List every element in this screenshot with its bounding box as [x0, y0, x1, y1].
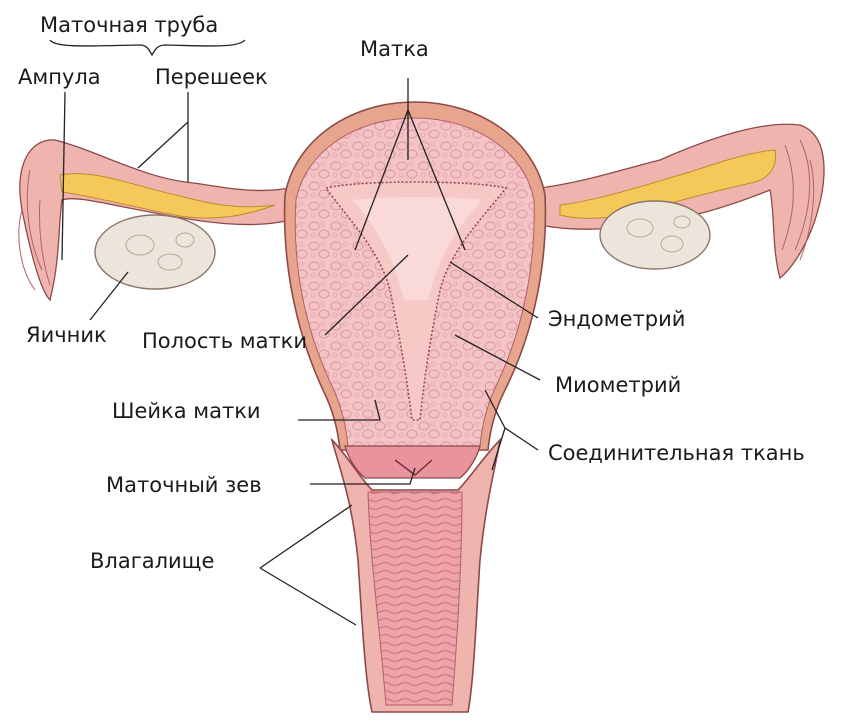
label-connective-tissue: Соединительная ткань — [548, 441, 805, 465]
label-fallopian-tube: Маточная труба — [40, 13, 218, 37]
label-uterine-cavity: Полость матки — [142, 329, 307, 353]
label-endometrium: Эндометрий — [548, 307, 685, 331]
label-vagina: Влагалище — [90, 549, 214, 573]
label-cervix: Шейка матки — [112, 399, 261, 423]
uterus-body — [285, 102, 546, 450]
label-external-os: Маточный зев — [106, 473, 262, 497]
vagina — [332, 440, 500, 712]
label-uterus: Матка — [360, 37, 429, 61]
label-ovary: Яичник — [26, 323, 107, 347]
cervix — [345, 446, 480, 478]
right-ovary — [600, 201, 710, 269]
left-ovary — [95, 215, 215, 289]
label-isthmus: Перешеек — [155, 65, 268, 89]
label-myometrium: Миометрий — [555, 373, 681, 397]
label-ampulla: Ампула — [18, 65, 101, 89]
